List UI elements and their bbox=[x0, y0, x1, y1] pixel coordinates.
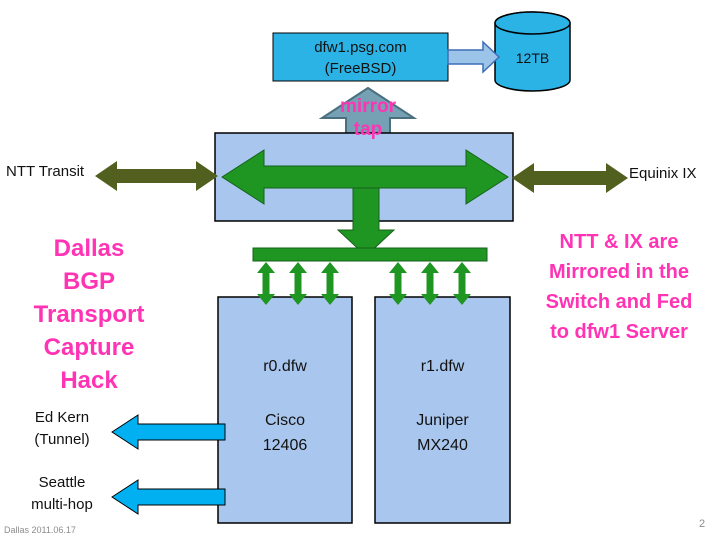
distribution-bar bbox=[252, 247, 488, 262]
server-label: dfw1.psg.com (FreeBSD) bbox=[273, 37, 448, 79]
switch-trunk-arrow bbox=[221, 149, 509, 205]
note-line2: Mirrored in the bbox=[548, 261, 689, 283]
seattle-line2: multi-hop bbox=[31, 496, 93, 513]
page-number: 2 bbox=[699, 518, 706, 530]
equinix-ix-label: Equinix IX bbox=[629, 165, 697, 182]
server-hostname: dfw1.psg.com bbox=[314, 39, 407, 56]
mirror-note: NTT & IX are Mirrored in the Switch and … bbox=[522, 227, 716, 347]
seattle-line1: Seattle bbox=[38, 474, 86, 491]
storage-label: 12TB bbox=[515, 50, 550, 66]
mirror-tap-line1: mirror bbox=[340, 96, 396, 117]
title-line1: Dallas bbox=[53, 235, 125, 262]
server-box bbox=[272, 32, 449, 82]
port-link-arrow bbox=[257, 262, 275, 305]
router-r1-model: MX240 bbox=[417, 437, 468, 454]
title-line2: BGP bbox=[62, 268, 115, 295]
switch-feed-down-arrow bbox=[336, 187, 396, 257]
port-link-arrow bbox=[289, 262, 307, 305]
title-line3: Transport bbox=[33, 301, 145, 328]
server-os: (FreeBSD) bbox=[324, 60, 397, 77]
ed-kern-line2: (Tunnel) bbox=[34, 431, 90, 448]
router-r0-name: r0.dfw bbox=[263, 358, 307, 375]
router-r0-vendor: Cisco bbox=[264, 412, 305, 429]
router-r1-box bbox=[374, 296, 511, 524]
port-link-arrow bbox=[421, 262, 439, 305]
port-link-arrow bbox=[321, 262, 339, 305]
port-link-arrow bbox=[453, 262, 471, 305]
note-line1: NTT & IX are bbox=[559, 231, 679, 253]
note-line4: to dfw1 Server bbox=[550, 321, 688, 343]
ed-kern-line1: Ed Kern bbox=[34, 409, 90, 426]
port-link-arrow bbox=[389, 262, 407, 305]
ntt-link-arrow bbox=[95, 161, 218, 191]
router-r0-model: 12406 bbox=[262, 437, 308, 454]
seattle-label: Seattle multi-hop bbox=[16, 472, 108, 516]
title-line4: Capture bbox=[43, 334, 135, 361]
ntt-transit-label: NTT Transit bbox=[6, 163, 85, 180]
slide-title: Dallas BGP Transport Capture Hack bbox=[10, 232, 168, 397]
router-r1-vendor: Juniper bbox=[416, 412, 469, 429]
ed-kern-tunnel-arrow bbox=[111, 414, 226, 450]
equinix-link-arrow bbox=[512, 163, 628, 193]
title-line5: Hack bbox=[60, 367, 118, 394]
note-line3: Switch and Fed bbox=[545, 291, 693, 313]
router-r1-name: r1.dfw bbox=[420, 358, 465, 375]
footer-date: Dallas 2011.06.17 bbox=[4, 525, 76, 535]
server-to-storage-arrow bbox=[447, 40, 501, 74]
seattle-multihop-arrow bbox=[111, 479, 226, 515]
router-r0-box bbox=[217, 296, 353, 524]
mirror-tap-label: mirror tap bbox=[318, 95, 418, 141]
ed-kern-label: Ed Kern (Tunnel) bbox=[16, 407, 108, 451]
storage-cylinder-rim bbox=[494, 11, 571, 35]
mirror-tap-line2: tap bbox=[353, 119, 383, 140]
